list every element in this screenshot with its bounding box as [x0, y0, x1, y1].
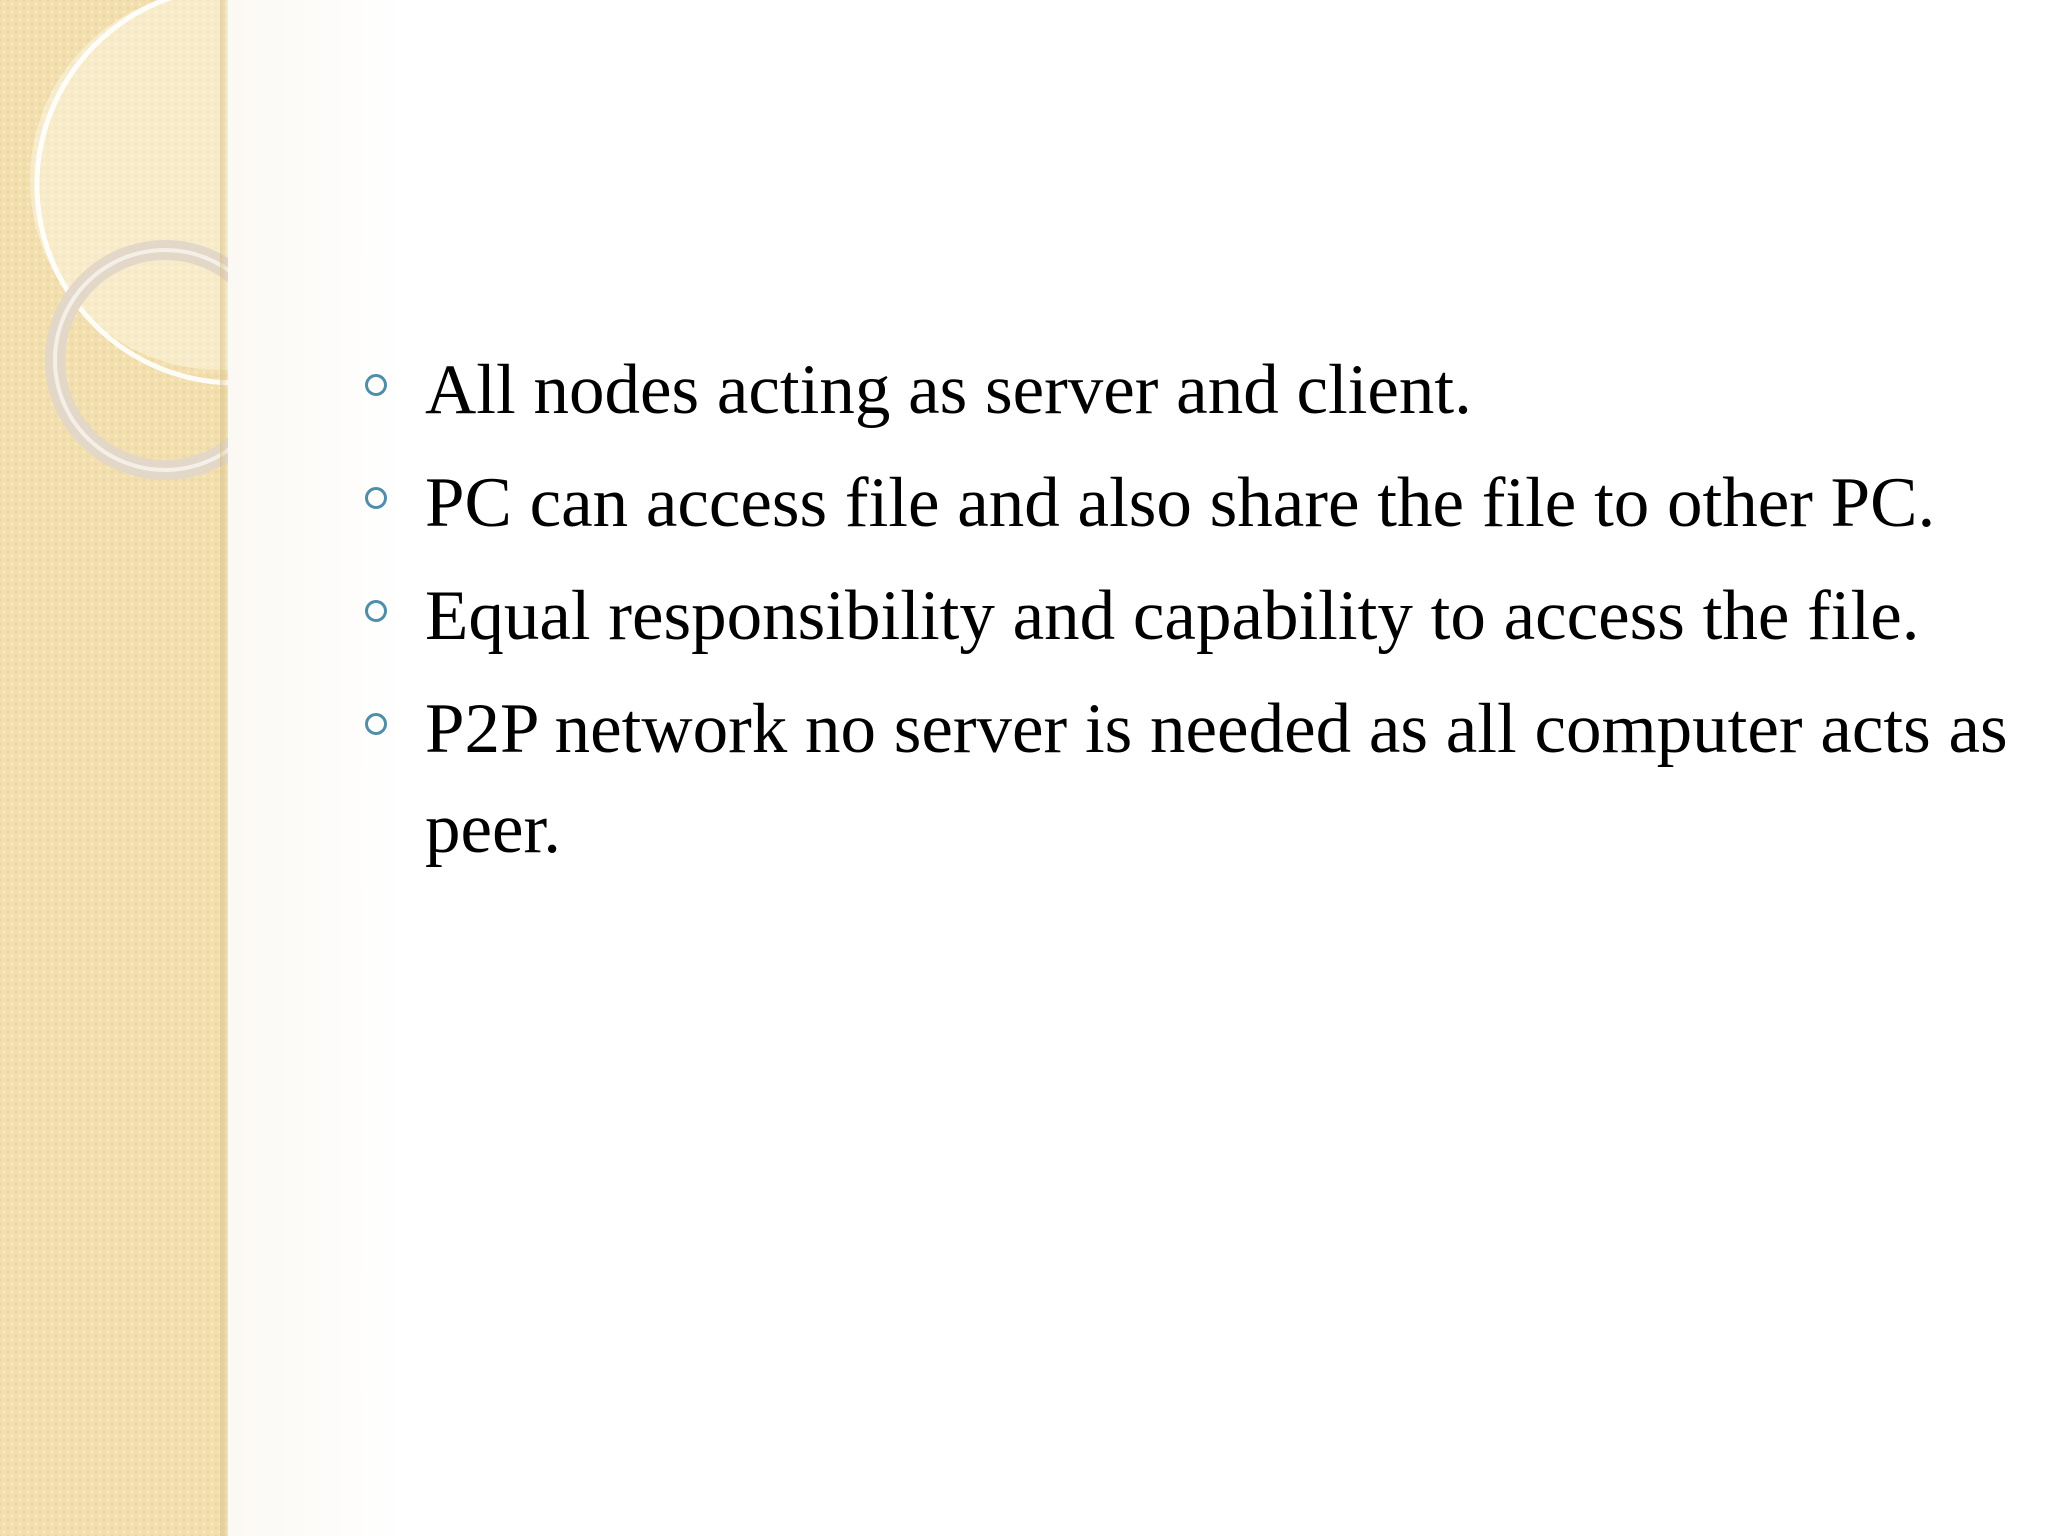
bullet-list: All nodes acting as server and client. P…	[360, 340, 2020, 879]
bullet-text: All nodes acting as server and client.	[425, 351, 1472, 429]
circle-bullet-icon	[365, 713, 387, 735]
circle-bullet-icon	[365, 374, 387, 396]
circle-bullet-icon	[365, 487, 387, 509]
decorative-side-panel	[0, 0, 228, 1536]
bullet-text: Equal responsibility and capability to a…	[425, 577, 1920, 655]
bullet-item: PC can access file and also share the fi…	[360, 453, 2020, 553]
side-panel-shadow	[228, 0, 408, 1536]
circle-ornament	[30, 0, 228, 480]
bullet-item: Equal responsibility and capability to a…	[360, 566, 2020, 666]
side-panel-edge	[220, 0, 228, 1536]
bullet-item: All nodes acting as server and client.	[360, 340, 2020, 440]
bullet-text: P2P network no server is needed as all c…	[425, 690, 2008, 868]
bullet-text: PC can access file and also share the fi…	[425, 464, 1936, 542]
circle-bullet-icon	[365, 600, 387, 622]
bullet-item: P2P network no server is needed as all c…	[360, 679, 2020, 879]
slide-body: All nodes acting as server and client. P…	[360, 340, 2020, 892]
